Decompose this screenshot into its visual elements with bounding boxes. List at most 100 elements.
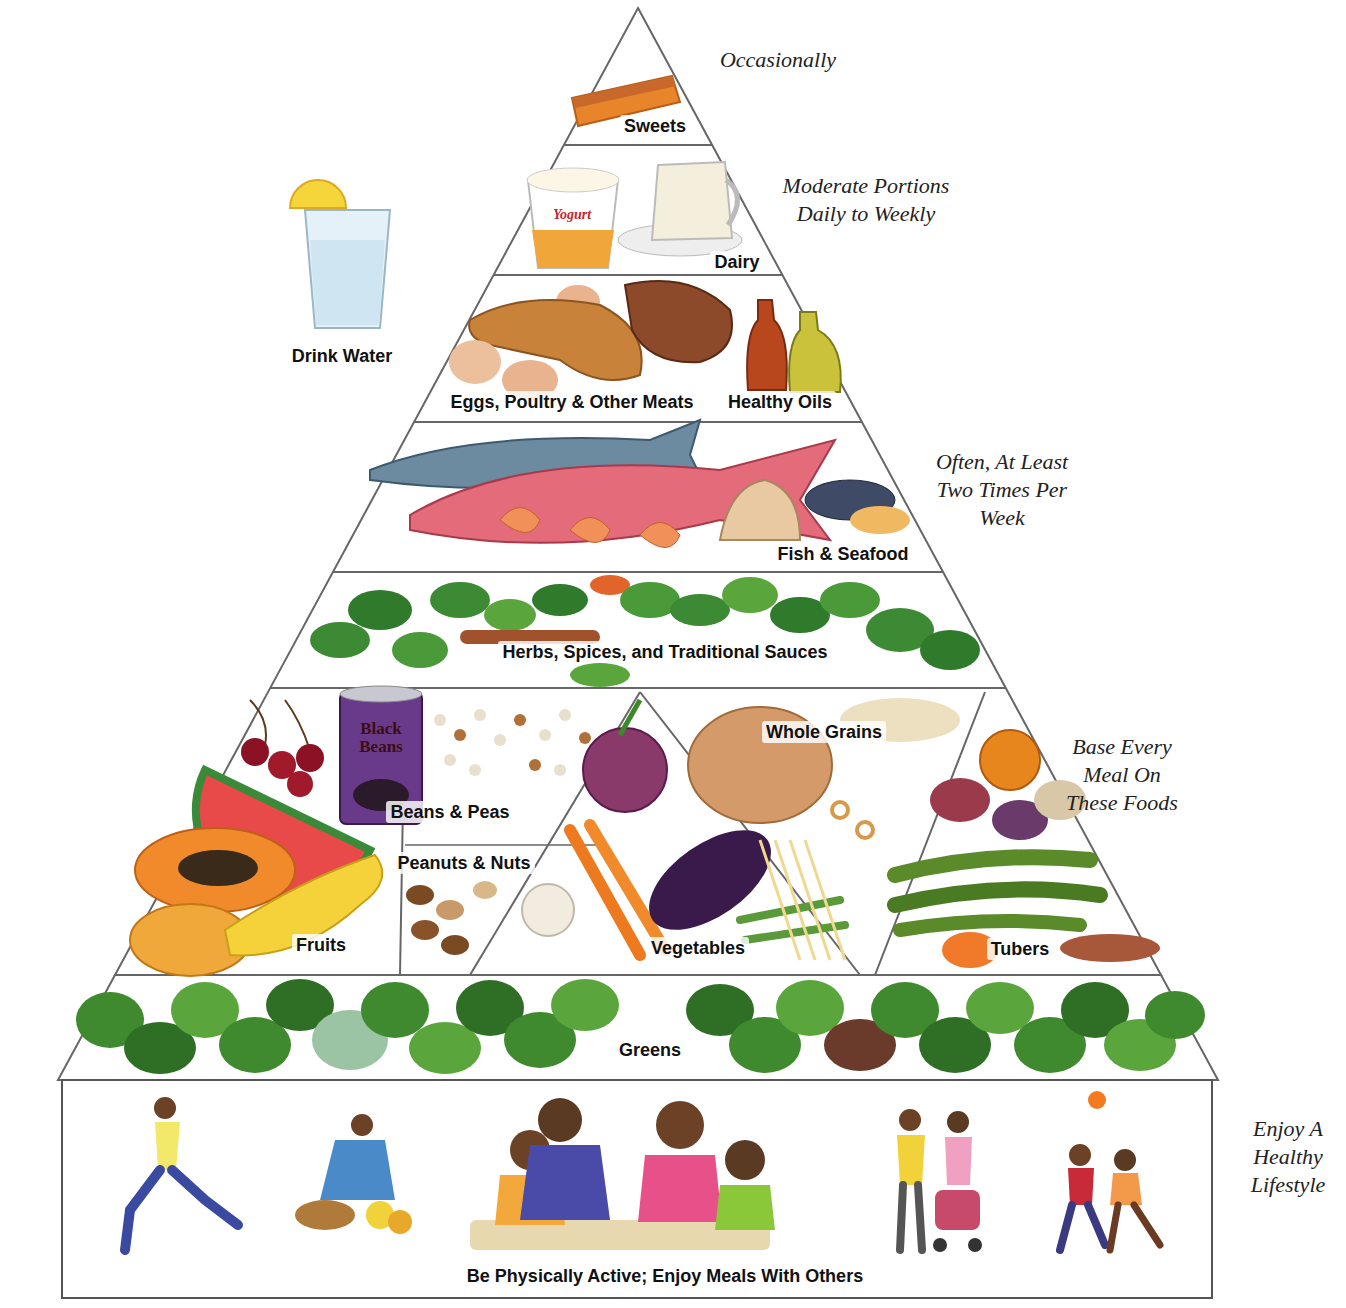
- group-label: Sweets: [620, 115, 690, 137]
- lifestyle-people-part: [125, 1170, 238, 1250]
- group-label: Fruits: [292, 934, 350, 956]
- pyramid-frame-part: [115, 8, 1161, 975]
- herbs-spices-illustration-part: [570, 663, 630, 687]
- food-group-band: Herbs, Spices, and Traditional Sauces: [498, 641, 831, 663]
- group-label: Dairy: [710, 251, 763, 273]
- beans-peas-pile-part: [539, 729, 551, 741]
- pyramid-frame: [58, 8, 1218, 1298]
- herbs-spices-illustration-part: [348, 590, 412, 630]
- food-group-section: Beans & Peas: [386, 801, 513, 823]
- group-label: Tubers: [987, 938, 1054, 960]
- dairy-illustration-part: [527, 168, 619, 192]
- pyramid-frame-part: [62, 1080, 1212, 1298]
- beans-peas-pile-part: [514, 714, 526, 726]
- fish-seafood-illustration-part: [640, 523, 680, 548]
- lifestyle-people-part: [725, 1140, 765, 1180]
- group-label: Greens: [615, 1039, 685, 1061]
- fish-seafood-illustration: [370, 420, 910, 548]
- lifestyle-people-part: [968, 1238, 982, 1252]
- lifestyle-people-part: [155, 1122, 180, 1170]
- lifestyle-people-part: [1068, 1168, 1094, 1205]
- group-label: Healthy Oils: [724, 391, 836, 413]
- oil-bottles: [747, 300, 841, 392]
- lifestyle-people-part: [899, 1109, 921, 1131]
- tubers-illustration-part: [1060, 934, 1160, 962]
- greens-illustration-part: [361, 982, 429, 1038]
- tubers-illustration-part: [930, 778, 990, 822]
- herbs-spices-illustration-part: [532, 584, 588, 616]
- fruits-illustration-part: [287, 771, 313, 797]
- food-group-section: Vegetables: [647, 937, 749, 959]
- lifestyle-people: [125, 1091, 1160, 1252]
- lifestyle-people-part: [154, 1097, 176, 1119]
- nuts-pile-part: [406, 885, 434, 905]
- food-group-section: Peanuts & Nuts: [393, 852, 534, 874]
- fruits-illustration-part: [178, 850, 258, 886]
- package-text: Black Beans: [344, 720, 418, 756]
- group-label: Whole Grains: [762, 721, 886, 743]
- lifestyle-people-part: [295, 1200, 355, 1230]
- fish-seafood-illustration-part: [500, 508, 540, 533]
- herbs-spices-illustration-part: [722, 577, 778, 613]
- group-label: Herbs, Spices, and Traditional Sauces: [498, 641, 831, 663]
- beans-peas-pile-part: [554, 764, 566, 776]
- tubers-illustration-part: [895, 889, 1100, 905]
- tubers-illustration-part: [900, 921, 1080, 930]
- drink-water-glass-part: [310, 240, 385, 325]
- lifestyle-people-part: [1069, 1144, 1091, 1166]
- lifestyle-people-part: [947, 1111, 969, 1133]
- food-group-band: Eggs, Poultry & Other Meats: [446, 391, 697, 413]
- pyramid-frame-part: [493, 274, 783, 276]
- lifestyle-people-part: [520, 1145, 610, 1220]
- beans-can-part: [340, 686, 422, 702]
- tubers-illustration-part: [895, 857, 1090, 875]
- greens-illustration-part: [1145, 991, 1205, 1039]
- drink-water-glass: [290, 180, 390, 328]
- nuts-pile-part: [436, 900, 464, 920]
- dairy-illustration-part: [726, 180, 738, 225]
- fruits-illustration-part: [225, 855, 382, 955]
- whole-grains-illustration-part: [832, 802, 848, 818]
- lifestyle-people-part: [1110, 1205, 1160, 1250]
- meat-illustration-part: [449, 340, 501, 384]
- lifestyle-people-part: [656, 1101, 704, 1149]
- nuts-pile: [406, 881, 497, 955]
- herbs-spices-illustration-part: [670, 594, 730, 626]
- fruits-illustration-part: [296, 744, 324, 772]
- water-label: Drink Water: [292, 346, 392, 367]
- food-group-band: Sweets: [620, 115, 690, 137]
- food-group-band: Greens: [615, 1039, 685, 1061]
- herbs-spices-illustration-part: [392, 632, 448, 668]
- nuts-pile-part: [441, 935, 469, 955]
- drink-water-glass-part: [305, 210, 390, 328]
- pyramid-frame-part: [414, 421, 862, 423]
- frequency-note: Often, At Least Two Times Per Week: [922, 448, 1082, 532]
- fish-seafood-illustration-part: [850, 506, 910, 534]
- lifestyle-people-part: [897, 1135, 925, 1185]
- greens-illustration-part: [551, 979, 619, 1031]
- fish-seafood-illustration-part: [570, 518, 610, 543]
- beans-peas-pile-part: [494, 734, 506, 746]
- oil-bottles-part: [747, 300, 787, 390]
- food-group-band: Dairy: [710, 251, 763, 273]
- pyramid-frame-part: [405, 844, 600, 846]
- beans-peas-pile-part: [444, 754, 456, 766]
- herbs-spices-illustration-part: [920, 630, 980, 670]
- fruits-illustration-part: [241, 738, 269, 766]
- group-label: Beans & Peas: [386, 801, 513, 823]
- pyramid-frame-part: [564, 144, 712, 146]
- whole-grains-illustration-part: [760, 840, 845, 960]
- group-label: Be Physically Active; Enjoy Meals With O…: [463, 1265, 867, 1287]
- lifestyle-people-part: [351, 1114, 373, 1136]
- lifestyle-panel: Be Physically Active; Enjoy Meals With O…: [463, 1265, 867, 1287]
- group-label: Peanuts & Nuts: [393, 852, 534, 874]
- beans-peas-pile-part: [529, 759, 541, 771]
- food-group-section: Whole Grains: [762, 721, 886, 743]
- fish-seafood-illustration-part: [720, 480, 800, 540]
- lifestyle-people-part: [1088, 1091, 1106, 1109]
- herbs-spices-illustration-part: [310, 622, 370, 658]
- fish-seafood-illustration-part: [410, 440, 835, 543]
- whole-grains-illustration-part: [857, 822, 873, 838]
- herbs-spices-illustration: [310, 575, 980, 687]
